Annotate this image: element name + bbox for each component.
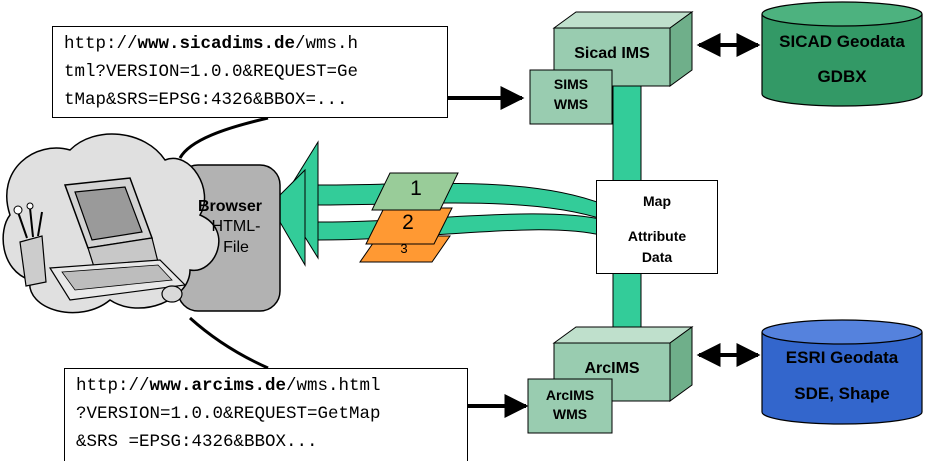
layer-1-sheet bbox=[371, 172, 459, 211]
sims-wms-line1: SIMS bbox=[553, 76, 589, 92]
top-url-line2: tml?VERSION=1.0.0&REQUEST=Ge bbox=[64, 62, 359, 82]
bottom-url-line2: ?VERSION=1.0.0&REQUEST=GetMap bbox=[76, 404, 381, 424]
top-request-url-box: http://www.sicadims.de/wms.h tml?VERSION… bbox=[52, 26, 448, 118]
bottom-request-url-box: http://www.arcims.de/wms.html ?VERSION=1… bbox=[64, 368, 468, 461]
sicad-database-cylinder bbox=[761, 1, 923, 107]
browser-html-label: HTML- bbox=[211, 218, 261, 235]
esri-geodata-label: ESRI Geodata bbox=[785, 348, 899, 367]
arcims-wms-line2: WMS bbox=[552, 406, 588, 422]
bottom-request-curve bbox=[188, 316, 269, 370]
bottom-url-host: www.arcims.de bbox=[149, 376, 287, 396]
sicad-ims-label: Sicad IMS bbox=[574, 45, 650, 62]
esri-database-cylinder bbox=[761, 319, 923, 425]
browser-file-label: File bbox=[223, 239, 249, 256]
computer-icon bbox=[2, 133, 281, 314]
browser-title: Browser bbox=[197, 198, 263, 215]
top-url-host: www.sicadims.de bbox=[137, 34, 296, 54]
map-label: Map bbox=[643, 193, 671, 209]
arcims-wms-line1: ArcIMS bbox=[545, 387, 595, 403]
layer-1-label: 1 bbox=[410, 177, 422, 200]
arcims-wms-box bbox=[527, 378, 613, 434]
top-url-line3: tMap&SRS=EPSG:4326&BBOX=... bbox=[64, 90, 348, 110]
bottom-url-line3: &SRS =EPSG:4326&BBOX... bbox=[76, 432, 318, 452]
bottom-url-line1-prefix: http:// bbox=[76, 376, 150, 396]
top-url-line1-prefix: http:// bbox=[64, 34, 138, 54]
top-request-curve bbox=[178, 116, 269, 159]
data-label: Data bbox=[641, 249, 673, 265]
sicad-geodata-label: SICAD Geodata bbox=[779, 32, 905, 51]
sims-wms-box bbox=[529, 69, 613, 125]
map-attribute-box: Map Attribute Data bbox=[596, 180, 718, 274]
layer-3-label: 3 bbox=[400, 242, 408, 256]
arcims-label: ArcIMS bbox=[584, 360, 640, 377]
sims-wms-line2: WMS bbox=[553, 96, 589, 112]
top-url-line1-suffix: /wms.h bbox=[295, 34, 359, 54]
sde-shape-label: SDE, Shape bbox=[794, 384, 890, 403]
attribute-label: Attribute bbox=[627, 228, 687, 244]
gdbx-label: GDBX bbox=[817, 67, 867, 86]
bottom-url-line1-suffix: /wms.html bbox=[286, 376, 381, 396]
layer-2-label: 2 bbox=[402, 211, 414, 234]
